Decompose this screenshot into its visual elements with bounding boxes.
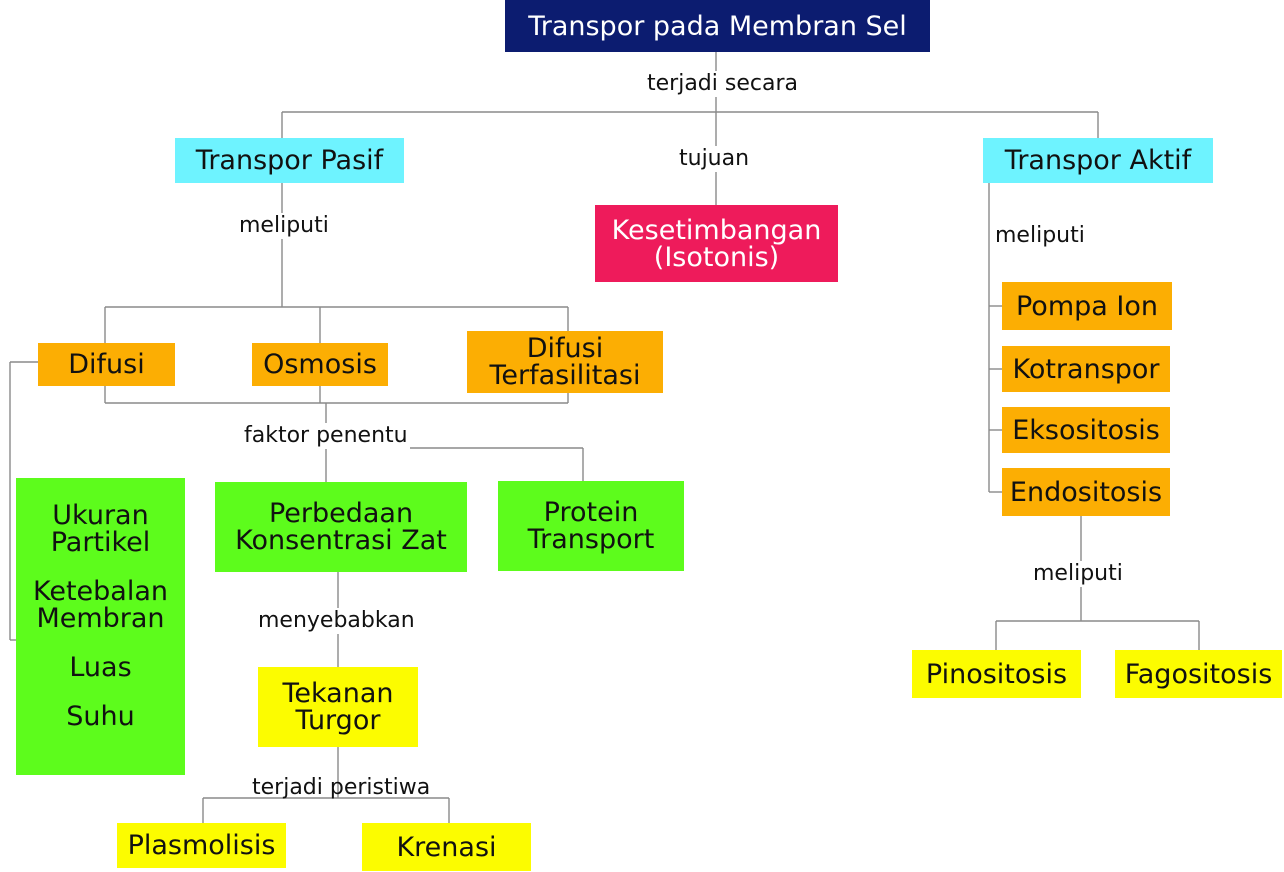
node-difusi-terfasilitasi-line1: Difusi: [526, 333, 604, 364]
label-terjadi-secara: terjadi secara: [645, 71, 800, 97]
node-protein-line1: Protein: [543, 497, 639, 528]
label-terjadi-peristiwa: terjadi peristiwa: [252, 775, 431, 800]
label-faktor-penentu: faktor penentu: [242, 423, 410, 449]
label-meliputi-endo: meliputi: [1031, 561, 1125, 587]
node-transpor-aktif-text: Transpor Aktif: [1004, 145, 1192, 176]
faktor-item-luas: Luas: [69, 652, 132, 683]
node-protein-line2: Transport: [527, 524, 655, 555]
node-perbedaan-line2: Konsentrasi Zat: [235, 525, 447, 556]
node-kesetimbangan-line2: (Isotonis): [653, 241, 780, 273]
node-fagositosis: Fagositosis: [1115, 650, 1282, 698]
node-faktor-list: Ukuran Partikel Ketebalan Membran Luas S…: [16, 478, 185, 775]
node-root: Transpor pada Membran Sel: [505, 0, 930, 52]
node-transpor-pasif: Transpor Pasif: [175, 138, 404, 183]
node-eksositosis: Eksositosis: [1002, 407, 1170, 453]
node-difusi: Difusi: [38, 343, 175, 386]
faktor-item-ketebalan: Ketebalan Membran: [32, 576, 168, 634]
node-pompa-ion: Pompa Ion: [1002, 282, 1172, 330]
node-root-text: Transpor pada Membran Sel: [528, 10, 907, 42]
node-kotranspor: Kotranspor: [1002, 346, 1170, 392]
label-meliputi-aktif: meliputi: [993, 223, 1087, 249]
node-difusi-text: Difusi: [68, 349, 145, 380]
node-kotranspor-text: Kotranspor: [1012, 353, 1160, 385]
node-tekanan-turgor: Tekanan Turgor: [258, 667, 418, 747]
node-tekanan-line1: Tekanan: [282, 678, 394, 709]
node-fagositosis-text: Fagositosis: [1124, 658, 1273, 690]
node-difusi-terfasilitasi: Difusi Terfasilitasi: [467, 331, 663, 393]
node-endositosis-text: Endositosis: [1009, 476, 1163, 508]
node-pompa-ion-text: Pompa Ion: [1015, 290, 1158, 322]
node-tekanan-line2: Turgor: [295, 705, 381, 736]
node-perbedaan-line1: Perbedaan: [268, 498, 414, 529]
node-difusi-terfasilitasi-line2: Terfasilitasi: [489, 360, 641, 391]
node-pinositosis: Pinositosis: [912, 650, 1081, 698]
node-osmosis-text: Osmosis: [263, 349, 377, 380]
label-meliputi-pasif: meliputi: [237, 213, 331, 239]
node-kesetimbangan-line1: Kesetimbangan: [611, 214, 822, 246]
node-krenasi: Krenasi: [362, 823, 531, 871]
label-tujuan: tujuan: [677, 146, 752, 172]
node-transpor-aktif: Transpor Aktif: [983, 138, 1213, 183]
node-eksositosis-text: Eksositosis: [1012, 414, 1160, 446]
node-protein-transport: Protein Transport: [498, 481, 684, 571]
faktor-item-ukuran: Ukuran Partikel: [50, 500, 151, 558]
node-endositosis: Endositosis: [1002, 468, 1170, 516]
node-pinositosis-text: Pinositosis: [925, 658, 1068, 690]
node-perbedaan-konsentrasi: Perbedaan Konsentrasi Zat: [215, 482, 467, 572]
node-osmosis: Osmosis: [252, 343, 388, 386]
node-krenasi-text: Krenasi: [396, 831, 497, 863]
node-kesetimbangan: Kesetimbangan (Isotonis): [595, 205, 838, 282]
node-plasmolisis: Plasmolisis: [117, 823, 286, 868]
label-menyebabkan: menyebabkan: [256, 608, 417, 634]
node-transpor-pasif-text: Transpor Pasif: [195, 145, 384, 176]
faktor-item-suhu: Suhu: [66, 701, 135, 732]
node-plasmolisis-text: Plasmolisis: [127, 830, 276, 861]
